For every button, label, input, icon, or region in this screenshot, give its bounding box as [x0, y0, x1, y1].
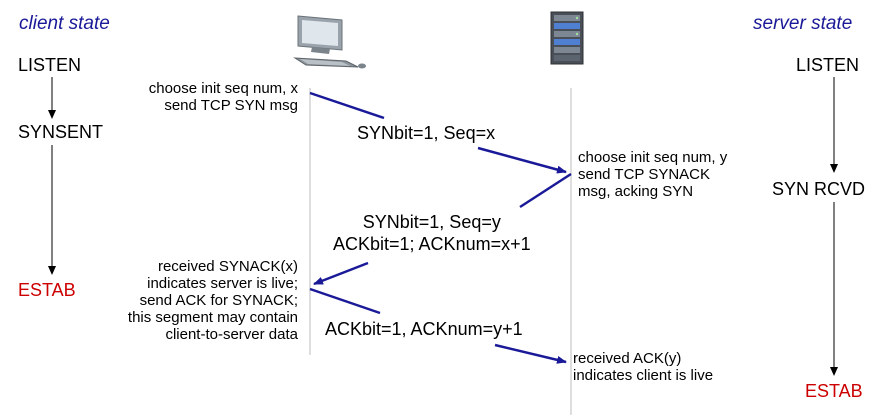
client-note-ack-line: indicates server is live; [147, 275, 298, 292]
client-state-estab: ESTAB [18, 280, 76, 300]
client-note-ack-line: received SYNACK(x) [157, 258, 298, 275]
ack-message-label: ACKbit=1, ACKnum=y+1 [325, 319, 523, 339]
client-state-header: client state [19, 13, 110, 34]
client-note-syn-line: choose init seq num, x [148, 80, 298, 97]
ack-arrow-segment-1 [309, 287, 381, 315]
syn-arrow-segment-2 [477, 146, 567, 174]
server-note-ack-line: indicates client is live [573, 367, 714, 384]
synack-arrow-segment-2 [313, 261, 369, 286]
server-note-synack-line: send TCP SYNACK [578, 166, 711, 183]
synack-arrow-segment-1 [519, 172, 572, 209]
client-note-ack-line: this segment may contain [127, 309, 298, 326]
server-note-ack-line: received ACK(y) [573, 350, 682, 367]
server-state-estab: ESTAB [805, 381, 863, 401]
server-state-synrcvd: SYN RCVD [772, 179, 866, 199]
client-note-ack-line: client-to-server data [165, 326, 298, 343]
client-state-listen: LISTEN [18, 55, 82, 75]
server-note-synack-line: msg, acking SYN [578, 183, 694, 200]
server-state-header: server state [753, 13, 853, 34]
ack-arrow-segment-2 [494, 343, 567, 364]
syn-arrow-segment-1 [309, 91, 385, 120]
server-note-ack: received ACK(y)indicates client is live [573, 350, 713, 384]
server-state-listen: LISTEN [796, 55, 860, 75]
client-note-ack-line: send ACK for SYNACK; [139, 292, 298, 309]
server-note-synack-line: choose init seq num, y [578, 149, 728, 166]
client-note-ack: received SYNACK(x)indicates server is li… [128, 258, 298, 343]
syn-message-label: SYNbit=1, Seq=x [357, 123, 496, 143]
synack-message-line: SYNbit=1, Seq=y [362, 212, 501, 232]
client-note-syn-line: send TCP SYN msg [164, 97, 298, 114]
synack-message-line: ACKbit=1; ACKnum=x+1 [333, 234, 531, 254]
client-state-synsent: SYNSENT [18, 122, 104, 142]
